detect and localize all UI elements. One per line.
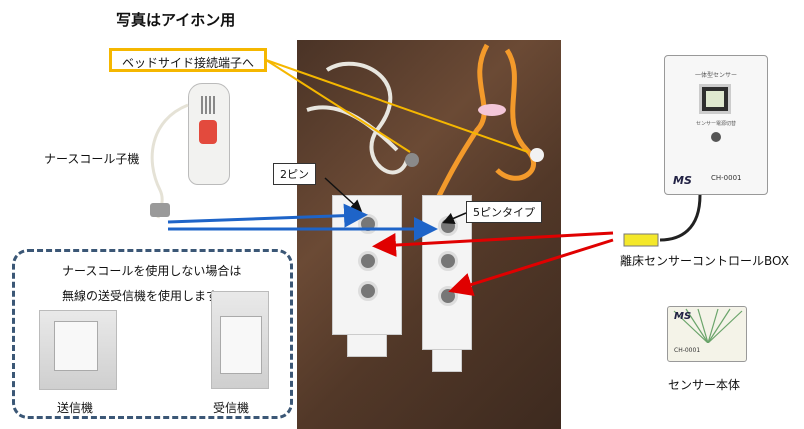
handset-call-button (199, 120, 217, 144)
nurse-call-handset-photo (188, 83, 230, 185)
control-box-small-text: センサー電源切替 (695, 121, 736, 127)
handset-connector (150, 203, 170, 217)
red-arrow-lower (448, 238, 614, 297)
control-box-top-text: 一体型センサー (694, 72, 737, 79)
2pin-panel-tab (347, 335, 387, 357)
page-title: 写真はアイホン用 (116, 11, 236, 29)
control-box-brand: MS (673, 174, 692, 187)
wireless-note-line1: ナースコールを使用しない場合は (62, 264, 242, 278)
nurse-call-handset-label: ナースコール子機 (44, 152, 140, 166)
wireless-option-box (12, 249, 293, 419)
control-box-device: 一体型センサー センサー電源切替 MS CH-0001 (664, 55, 768, 195)
transmitter-label: 送信機 (57, 401, 94, 415)
2pin-pointer (324, 177, 363, 213)
2pin-callout: 2ピン (273, 163, 316, 185)
receiver-label: 受信機 (213, 401, 250, 415)
5pin-callout: 5ピンタイプ (466, 201, 542, 223)
control-box-switch (711, 132, 721, 142)
yellow-line-2 (265, 59, 529, 153)
sensor-jack-lower (358, 281, 378, 301)
sensor-body-device: MS CH-0001 (667, 306, 747, 362)
wireless-note-line2: 無線の送受信機を使用します (62, 289, 219, 303)
sensor-model: CH-0001 (674, 347, 701, 354)
control-box-cable (623, 194, 702, 247)
receiver-photo (211, 291, 269, 389)
sensor-body-label: センサー本体 (668, 378, 741, 392)
control-box-display (699, 84, 731, 114)
yellow-line-1 (265, 59, 411, 153)
blue-arrow-upper (167, 203, 368, 228)
handset-speaker-grille (201, 96, 215, 114)
sensor-brand: MS (674, 311, 692, 322)
control-box-label: 離床センサーコントロールBOX (620, 254, 789, 268)
sensor-pattern (673, 308, 743, 343)
5pin-panel-tab (432, 350, 462, 372)
sensor-jack-5pin-upper (438, 251, 458, 271)
red-arrow-upper (372, 231, 614, 257)
control-box-model: CH-0001 (711, 174, 742, 182)
bedside-terminal-callout: ベッドサイド接続端子へ (109, 48, 267, 72)
transmitter-photo (39, 310, 117, 390)
5pin-pointer (442, 212, 467, 224)
